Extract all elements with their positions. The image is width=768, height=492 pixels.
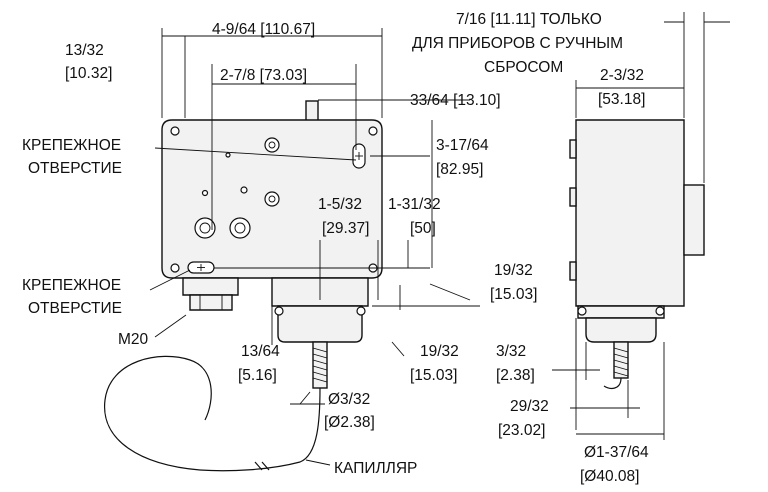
depth-mm-label: [53.18] (598, 91, 645, 108)
capillary-tube (104, 355, 321, 472)
reset-note-line2: ДЛЯ ПРИБОРОВ С РУЧНЫМ (412, 35, 623, 52)
width-overall-label: 4-9/64 [110.67] (212, 21, 315, 38)
capillary-dia-mm-label: [Ø2.38] (324, 414, 375, 431)
knob-offset-label: 33/64 [13.10] (410, 92, 501, 109)
capillary-label: КАПИЛЛЯР (334, 460, 417, 477)
corner-screw-icon (170, 263, 180, 273)
mount-hole-top-line2: ОТВЕРСТИЕ (28, 160, 122, 177)
conduit-label: M20 (118, 331, 149, 348)
side-dimensions (552, 12, 730, 440)
reset-note-line1: 7/16 [11.11] ТОЛЬКО (456, 11, 602, 28)
mount-hole-top-line1: КРЕПЕЖНОЕ (22, 137, 121, 154)
dim-a-mm-label: [29.37] (322, 220, 369, 237)
side-a-in-label: 3/32 (496, 343, 526, 360)
housing-side (575, 119, 685, 307)
terminal-icon (194, 217, 216, 239)
adjust-screw-icon (264, 191, 280, 207)
reset-button-side (683, 184, 705, 256)
corner-screw-icon (368, 126, 378, 136)
terminal-icon (229, 217, 251, 239)
height-mm-label: [82.95] (436, 161, 483, 178)
left-offset-mm-label: [10.32] (65, 65, 112, 82)
height-in-label: 3-17/64 (436, 137, 489, 154)
depth-in-label: 2-3/32 (600, 67, 644, 84)
mount-hole-bottom-line1: КРЕПЕЖНОЕ (22, 277, 121, 294)
bottom-offset-in-label: 13/64 (241, 343, 280, 360)
dim-b-in-label: 1-31/32 (388, 196, 441, 213)
dim-c-mm-label: [15.03] (490, 286, 537, 303)
capillary-dia-in-label: Ø3/32 (328, 391, 370, 408)
side-view (569, 119, 705, 389)
corner-screw-icon (170, 126, 180, 136)
hole-spacing-label: 2-7/8 [73.03] (220, 67, 307, 84)
dim-c-in-label: 19/32 (494, 262, 533, 279)
dim-b-mm-label: [50] (410, 220, 436, 237)
side-a-mm-label: [2.38] (496, 367, 535, 384)
front-dimensions (149, 28, 480, 466)
bulb-dia-in-label: Ø1-37/64 (584, 444, 649, 461)
labels: 4-9/64 [110.67] 13/32 [10.32] 2-7/8 [73.… (22, 11, 649, 485)
bulb-dia-mm-label: [Ø40.08] (580, 468, 639, 485)
reset-note-line3: СБРОСОМ (484, 59, 563, 76)
stem-in-label: 19/32 (420, 343, 459, 360)
bottom-offset-mm-label: [5.16] (238, 367, 277, 384)
mount-hole-bottom-line2: ОТВЕРСТИЕ (28, 300, 122, 317)
conduit-fitting (182, 277, 239, 296)
left-offset-in-label: 13/32 (65, 42, 104, 59)
side-b-mm-label: [23.02] (498, 422, 545, 439)
side-b-in-label: 29/32 (510, 398, 549, 415)
front-view (104, 100, 383, 472)
dim-a-in-label: 1-5/32 (318, 196, 362, 213)
stem-mm-label: [15.03] (410, 367, 457, 384)
adjust-screw-icon (264, 137, 280, 153)
